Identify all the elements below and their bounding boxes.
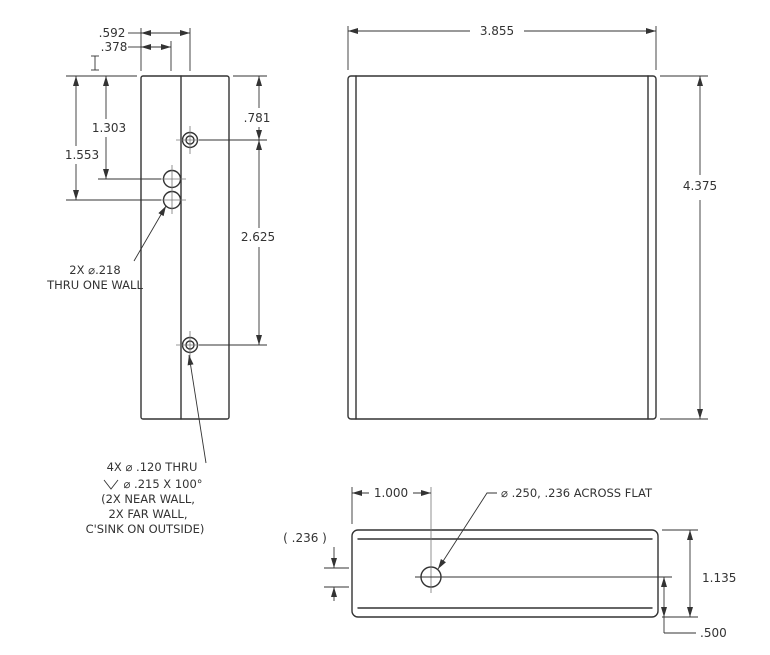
dim-hole1-from-top: 1.303 [66, 75, 161, 180]
note-hole-spec: ⌀ .250, .236 ACROSS FLAT [437, 486, 653, 570]
side-view-outline [140, 75, 230, 420]
note-thru-holes: 2X ⌀.218 THRU ONE WALL [46, 205, 167, 292]
dim-1000-label: 1.000 [374, 486, 408, 500]
dim-1135-label: 1.135 [702, 571, 736, 585]
dim-hole-from-bottom: .500 [661, 577, 727, 640]
countersink-icon [103, 479, 119, 490]
bottom-view-outline [351, 529, 659, 618]
front-view-outline [347, 75, 657, 420]
dim-378-label: .378 [101, 40, 128, 54]
dim-front-width: 3.855 [347, 24, 657, 70]
dim-1303-label: 1.303 [92, 121, 126, 135]
note-csink-line3: (2X NEAR WALL, [101, 492, 195, 506]
dim-hole-from-left: 1.000 [351, 486, 432, 593]
dim-hole-offset-ref: ( .236 ) [283, 531, 349, 601]
side-view-centerlines [158, 126, 204, 359]
dim-front-height: 4.375 [660, 75, 717, 420]
note-thru-line2: THRU ONE WALL [46, 278, 143, 292]
note-csink-line1: 4X ⌀ .120 THRU [107, 460, 198, 474]
dim-4375-label: 4.375 [683, 179, 717, 193]
front-view [347, 75, 657, 420]
side-view [140, 75, 230, 420]
leader-csink-holes [187, 354, 207, 464]
dim-781-label: .781 [244, 111, 271, 125]
note-hole-spec-label: ⌀ .250, .236 ACROSS FLAT [501, 486, 653, 500]
dim-1553-label: 1.553 [65, 148, 99, 162]
dim-3855-label: 3.855 [480, 24, 514, 38]
note-thru-line1: 2X ⌀.218 [69, 263, 120, 277]
note-csink-line4: 2X FAR WALL, [108, 507, 187, 521]
dim-hole2-from-top: 1.553 [65, 76, 161, 201]
bottom-view [351, 529, 659, 618]
dim-offset-outer: .592 [99, 26, 191, 71]
dim-depth: 1.135 [662, 529, 736, 618]
datum-marker [91, 55, 99, 71]
dim-csink-spacing: 2.625 [199, 140, 275, 346]
note-csink-line5: C'SINK ON OUTSIDE) [86, 522, 205, 536]
note-csink-line2: ⌀ .215 X 100° [123, 477, 202, 491]
dim-500-label: .500 [700, 626, 727, 640]
leader-thru-holes [133, 205, 167, 262]
dim-2625-label: 2.625 [241, 230, 275, 244]
dim-592-label: .592 [99, 26, 126, 40]
dim-offset-inner: .378 [101, 40, 172, 71]
dim-236-label: ( .236 ) [283, 531, 327, 545]
dim-csink-from-top: .781 [199, 75, 271, 141]
leader-hole-spec [437, 492, 497, 570]
note-csink-holes: 4X ⌀ .120 THRU ⌀ .215 X 100° (2X NEAR WA… [86, 354, 207, 536]
